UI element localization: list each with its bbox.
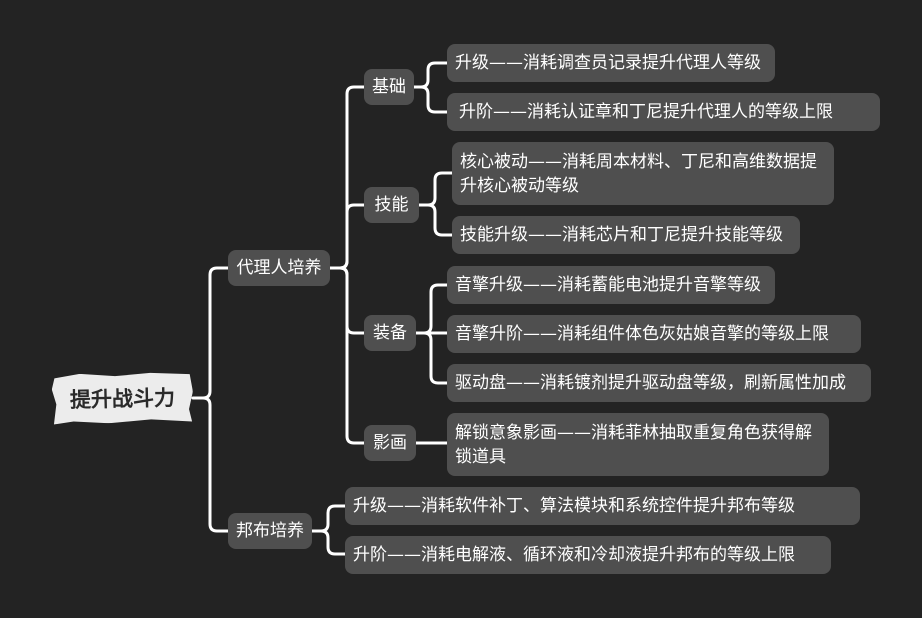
node-agent-training[interactable]: 代理人培养 <box>228 250 330 286</box>
leaf-engine-ascend[interactable]: 音擎升阶——消耗组件体色灰姑娘音擎的等级上限 <box>447 315 861 353</box>
link-basic-2 <box>419 85 449 114</box>
link-bangboo-1 <box>310 504 347 533</box>
leaf-engine-upgrade[interactable]: 音擎升级——消耗蓄能电池提升音擎等级 <box>447 266 775 304</box>
leaf-skill-core-passive[interactable]: 核心被动——消耗周本材料、丁尼和高维数据提升核心被动等级 <box>452 142 834 205</box>
leaf-drive-disc[interactable]: 驱动盘——消耗镀剂提升驱动盘等级，刷新属性加成 <box>447 364 871 402</box>
link-agent-skill <box>338 203 366 270</box>
link-skill-1 <box>417 171 454 207</box>
link-skill-2 <box>426 203 454 237</box>
leaf-basic-upgrade[interactable]: 升级——消耗调查员记录提升代理人等级 <box>447 44 775 82</box>
leaf-basic-ascend[interactable]: 升阶——消耗认证章和丁尼提升代理人的等级上限 <box>447 93 880 131</box>
node-bangboo-training[interactable]: 邦布培养 <box>228 513 312 549</box>
link-agent-equipment <box>338 266 366 335</box>
node-cinema[interactable]: 影画 <box>364 425 416 461</box>
link-agent-cinema <box>338 266 366 445</box>
link-basic-1 <box>412 61 449 89</box>
leaf-bangboo-upgrade[interactable]: 升级——消耗软件补丁、算法模块和系统控件提升邦布等级 <box>345 487 860 525</box>
node-equipment[interactable]: 装备 <box>364 315 416 351</box>
leaf-cinema-unlock[interactable]: 解锁意象影画——消耗菲林抽取重复角色获得解锁道具 <box>447 413 829 476</box>
link-root-bangboo <box>201 396 230 533</box>
leaf-bangboo-ascend[interactable]: 升阶——消耗电解液、循环液和冷却液提升邦布的等级上限 <box>345 536 831 574</box>
root-node[interactable]: 提升战斗力 <box>51 372 193 425</box>
link-bangboo-2 <box>319 529 347 556</box>
node-basic[interactable]: 基础 <box>364 69 414 105</box>
node-skill[interactable]: 技能 <box>364 187 419 223</box>
link-equip-1 <box>414 283 449 335</box>
link-root-agent <box>191 266 230 400</box>
link-equip-3 <box>422 331 449 385</box>
leaf-skill-upgrade[interactable]: 技能升级——消耗芯片和丁尼提升技能等级 <box>452 216 800 254</box>
